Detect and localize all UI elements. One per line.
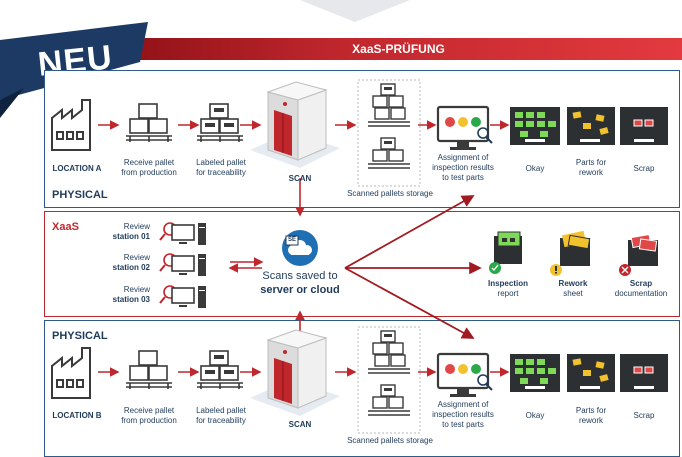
inspection-report-line1: Inspection bbox=[487, 279, 528, 288]
assignment-a-line2: inspection results bbox=[432, 163, 494, 172]
review-station-01-line1: Review bbox=[123, 222, 150, 231]
header-title: XaaS-PRÜFUNG bbox=[352, 42, 445, 56]
okay-a-label: Okay bbox=[525, 164, 545, 173]
stored-pallet-a1-icon bbox=[368, 83, 410, 127]
assignment-a-line3: to test parts bbox=[442, 173, 484, 182]
receive-pallet-a-icon bbox=[126, 103, 172, 142]
labeled-b-line2: for traceability bbox=[196, 416, 246, 425]
scanner-a-icon bbox=[250, 81, 340, 168]
monitor-a-icon bbox=[436, 105, 493, 150]
storage-a-label: Scanned pallets storage bbox=[347, 189, 433, 198]
scrap-documentation-line2: documentation bbox=[614, 289, 668, 298]
labeled-a-line2: for traceability bbox=[196, 168, 246, 177]
scrap-bin-a-icon bbox=[620, 107, 668, 145]
scrap-bin-b-icon bbox=[620, 354, 668, 392]
receive-pallet-b-icon bbox=[126, 350, 172, 389]
review-station-02-icon bbox=[159, 253, 206, 276]
labeled-pallet-a-icon bbox=[197, 103, 243, 142]
stored-pallet-a2-icon bbox=[368, 137, 410, 169]
review-station-01-line2: station 01 bbox=[112, 232, 150, 241]
neu-badge: NEU bbox=[0, 0, 150, 120]
scan-b-label: SCAN bbox=[288, 420, 312, 429]
scrap-documentation-line1: Scrap bbox=[629, 279, 653, 288]
scans-saved-line2: server or cloud bbox=[260, 284, 340, 296]
assignment-a-line1: Assignment of bbox=[437, 153, 489, 162]
scan-a-label: SCAN bbox=[288, 174, 312, 183]
labeled-pallet-b-icon bbox=[197, 350, 243, 389]
rework-b-line2: rework bbox=[578, 416, 603, 425]
review-station-03-line2: station 03 bbox=[112, 295, 150, 304]
stored-pallet-b1-icon bbox=[368, 330, 410, 374]
inspection-report-icon bbox=[489, 231, 522, 274]
assignment-b-line3: to test parts bbox=[442, 420, 484, 429]
scrap-b-label: Scrap bbox=[633, 411, 655, 420]
assignment-b-line1: Assignment of bbox=[437, 400, 489, 409]
okay-bin-b-icon bbox=[510, 354, 560, 392]
review-station-03-line1: Review bbox=[123, 285, 150, 294]
labeled-b-line1: Labeled pallet bbox=[196, 406, 246, 415]
top-chevron-decoration bbox=[300, 0, 410, 22]
rework-b-line1: Parts for bbox=[575, 406, 607, 415]
rework-a-line1: Parts for bbox=[575, 158, 607, 167]
rework-sheet-line1: Rework bbox=[558, 279, 588, 288]
scans-saved-line1: Scans saved to bbox=[262, 270, 338, 282]
bottom-section-title: PHYSICAL bbox=[52, 330, 108, 342]
review-station-03-icon bbox=[159, 285, 206, 308]
okay-b-label: Okay bbox=[525, 411, 545, 420]
okay-bin-a-icon bbox=[510, 107, 560, 145]
labeled-a-line1: Labeled pallet bbox=[196, 158, 246, 167]
rework-bin-b-icon bbox=[567, 354, 615, 392]
receive-b-line1: Receive pallet bbox=[123, 406, 175, 415]
cloud-badge-text: SE bbox=[287, 237, 296, 243]
scanner-b-icon bbox=[250, 329, 340, 416]
stored-pallet-b2-icon bbox=[368, 384, 410, 416]
rework-a-line2: rework bbox=[578, 168, 603, 177]
rework-sheet-line2: sheet bbox=[563, 289, 583, 298]
review-station-02-line2: station 02 bbox=[112, 263, 150, 272]
assignment-b-line2: inspection results bbox=[432, 410, 494, 419]
location-b-label: LOCATION B bbox=[52, 411, 102, 420]
rework-sheet-icon bbox=[550, 230, 591, 276]
review-station-02-line1: Review bbox=[123, 253, 150, 262]
factory-b-icon bbox=[51, 347, 91, 399]
receive-b-line2: from production bbox=[121, 416, 177, 425]
storage-b-label: Scanned pallets storage bbox=[347, 436, 433, 445]
header-bar: XaaS-PRÜFUNG bbox=[115, 38, 682, 60]
receive-a-line2: from production bbox=[121, 168, 177, 177]
top-section-title: PHYSICAL bbox=[52, 189, 108, 201]
scrap-documentation-icon bbox=[619, 233, 658, 276]
scrap-a-label: Scrap bbox=[633, 164, 655, 173]
cloud-server-icon bbox=[282, 230, 318, 266]
monitor-b-icon bbox=[436, 352, 493, 397]
inspection-report-line2: report bbox=[497, 289, 519, 298]
receive-a-line1: Receive pallet bbox=[123, 158, 175, 167]
rework-bin-a-icon bbox=[567, 107, 615, 145]
xaas-section-title: XaaS bbox=[52, 221, 79, 233]
review-station-01-icon bbox=[159, 222, 206, 245]
factory-a-icon bbox=[51, 99, 91, 151]
location-a-label: LOCATION A bbox=[52, 164, 102, 173]
